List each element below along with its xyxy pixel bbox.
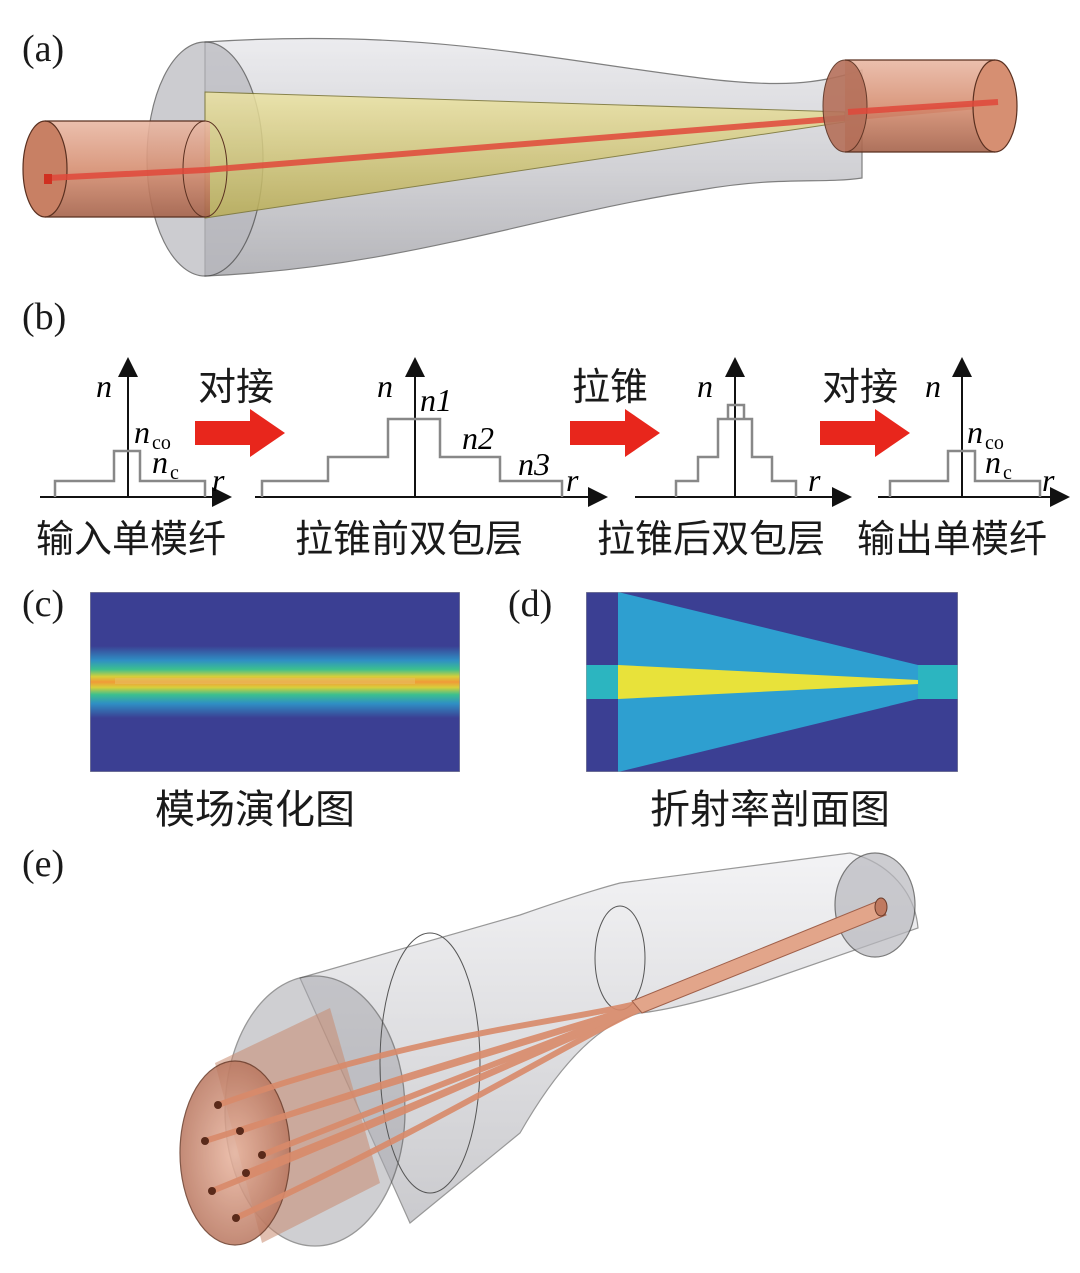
panel-label-e: (e) (22, 843, 65, 885)
process-arrow-3 (820, 409, 910, 457)
caption-after-taper: 拉锥后双包层 (597, 517, 826, 561)
panel-b-index-profiles: n n co n c r n n1 n2 n3 r n r (40, 357, 1070, 507)
svg-text:n: n (967, 414, 983, 450)
svg-text:r: r (212, 462, 225, 498)
output-fiber-start (822, 59, 868, 153)
svg-text:co: co (985, 432, 1004, 454)
svg-text:c: c (170, 462, 179, 484)
process-arrow-1 (195, 409, 285, 457)
svg-text:n: n (697, 368, 713, 404)
svg-text:n: n (134, 414, 150, 450)
caption-output-smf: 输出单模纤 (857, 517, 1048, 561)
profile-before-taper: n n1 n2 n3 r (255, 357, 608, 507)
input-fiber-face (22, 120, 68, 218)
svg-text:n: n (152, 444, 168, 480)
caption-mode-field: 模场演化图 (155, 787, 355, 833)
svg-text:n1: n1 (420, 382, 452, 418)
caption-before-taper: 拉锥前双包层 (295, 517, 524, 561)
arrow-label-taper: 拉锥 (572, 365, 649, 409)
fiber-ends (201, 1101, 266, 1222)
svg-text:n2: n2 (462, 420, 494, 456)
panel-label-d: (d) (508, 583, 553, 625)
panel-label-a: (a) (22, 28, 65, 70)
svg-text:r: r (808, 462, 821, 498)
caption-index-profile: 折射率剖面图 (650, 787, 890, 833)
svg-text:r: r (1042, 462, 1055, 498)
svg-text:n: n (985, 444, 1001, 480)
profile-output-smf: n n co n c r (878, 357, 1070, 507)
label-n: n (96, 368, 112, 404)
process-arrow-2 (570, 409, 660, 457)
fiber-strands (204, 1000, 642, 1221)
svg-text:n3: n3 (518, 446, 550, 482)
arrow-label-splice-2: 对接 (822, 365, 899, 409)
svg-text:c: c (1003, 462, 1012, 484)
mode-field-evolution-plot (90, 592, 460, 772)
svg-text:n: n (377, 368, 393, 404)
panel-label-c: (c) (22, 583, 65, 625)
profile-input-smf: n n co n c r (40, 357, 232, 507)
profile-after-taper: n r (635, 357, 852, 507)
svg-text:n: n (925, 368, 941, 404)
caption-input-smf: 输入单模纤 (36, 517, 227, 561)
panel-a-taper-illustration (22, 37, 1018, 277)
output-fiber (631, 900, 887, 1014)
panel-label-b: (b) (22, 296, 67, 338)
svg-text:r: r (566, 462, 579, 498)
panel-e-bundle-taper-illustration (179, 852, 919, 1247)
refractive-index-profile-plot (586, 592, 958, 772)
svg-text:co: co (152, 432, 171, 454)
arrow-label-splice-1: 对接 (198, 365, 275, 409)
glass-capillary (299, 852, 919, 1224)
